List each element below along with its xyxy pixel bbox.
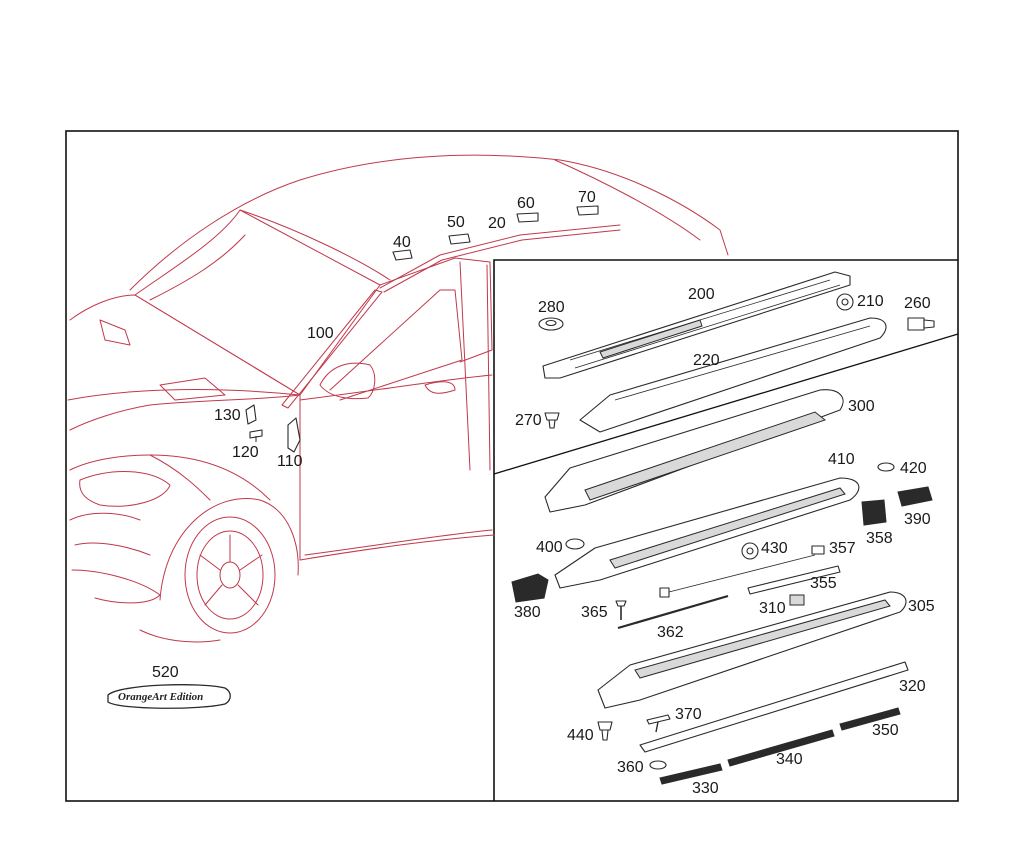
callout-420: 420: [900, 460, 927, 477]
callout-260: 260: [904, 295, 931, 312]
callout-390: 390: [904, 511, 931, 528]
connector-390: [897, 486, 933, 507]
clip-part-120: [249, 429, 263, 442]
inset-panel-border: [493, 259, 958, 801]
callout-50: 50: [447, 214, 465, 231]
callout-280: 280: [538, 299, 565, 316]
callout-410: 410: [828, 451, 855, 468]
callout-362: 362: [657, 624, 684, 641]
end-cap-380: [511, 573, 549, 603]
callout-380: 380: [514, 604, 541, 621]
callout-520: 520: [152, 664, 179, 681]
callout-360: 360: [617, 759, 644, 776]
grommet-420: [877, 462, 895, 472]
callout-40: 40: [393, 234, 411, 251]
callout-20: 20: [488, 215, 506, 232]
callout-100: 100: [307, 325, 334, 342]
rubber-strip-330: [659, 763, 723, 785]
cover-strip-200: [542, 271, 851, 379]
edition-badge-520: OrangeArt Edition: [107, 684, 231, 709]
callout-70: 70: [578, 189, 596, 206]
rubber-strip-340: [727, 729, 835, 767]
callout-120: 120: [232, 444, 259, 461]
push-clip-270: [544, 412, 560, 429]
callout-370: 370: [675, 706, 702, 723]
callout-357: 357: [829, 540, 856, 557]
vehicle-outline: [67, 154, 729, 643]
roof-clip-50: [448, 233, 471, 245]
inset-divider: [493, 333, 959, 475]
roof-clip-70: [576, 205, 599, 216]
callout-60: 60: [517, 195, 535, 212]
callout-310: 310: [759, 600, 786, 617]
rubber-strip-350: [839, 707, 901, 731]
callout-labels: 20 40 50 60 70 100 130 120 110 520 200 2…: [152, 189, 935, 797]
callout-270: 270: [515, 412, 542, 429]
callout-300: 300: [848, 398, 875, 415]
callout-355: 355: [810, 575, 837, 592]
callout-440: 440: [567, 727, 594, 744]
bolt-370: [646, 714, 671, 733]
diagram-frame: [65, 130, 959, 802]
running-board-305: [597, 591, 907, 709]
callout-130: 130: [214, 407, 241, 424]
screw-365: [615, 600, 627, 620]
badge-text: OrangeArt Edition: [118, 691, 203, 703]
bolt-260: [907, 317, 935, 331]
washer-360: [649, 760, 667, 770]
callout-430: 430: [761, 540, 788, 557]
callout-220: 220: [693, 352, 720, 369]
callout-350: 350: [872, 722, 899, 739]
grommet-400: [565, 538, 585, 550]
cable-362: [617, 554, 816, 630]
mounting-rail-410: [554, 477, 860, 589]
trim-part-130: [245, 404, 257, 425]
callout-358: 358: [866, 530, 893, 547]
tread-plate-320: [639, 661, 909, 753]
sill-trim-220: [579, 317, 887, 433]
roof-clip-40: [392, 249, 413, 261]
bracket-358: [861, 499, 887, 526]
push-clip-440: [597, 721, 613, 741]
callout-200: 200: [688, 286, 715, 303]
clip-310: [789, 594, 805, 606]
nut-210: [836, 293, 854, 311]
callout-340: 340: [776, 751, 803, 768]
roof-clip-60: [516, 212, 539, 223]
nut-430: [741, 542, 759, 560]
running-board-300: [544, 389, 844, 513]
light-strip-355: [747, 565, 841, 595]
callout-305: 305: [908, 598, 935, 615]
callout-320: 320: [899, 678, 926, 695]
trim-part-110: [287, 417, 301, 453]
callout-365: 365: [581, 604, 608, 621]
callout-210: 210: [857, 293, 884, 310]
callout-330: 330: [692, 780, 719, 797]
grommet-280: [538, 317, 564, 331]
clip-357: [811, 545, 825, 555]
callout-110: 110: [277, 453, 303, 470]
callout-400: 400: [536, 539, 563, 556]
